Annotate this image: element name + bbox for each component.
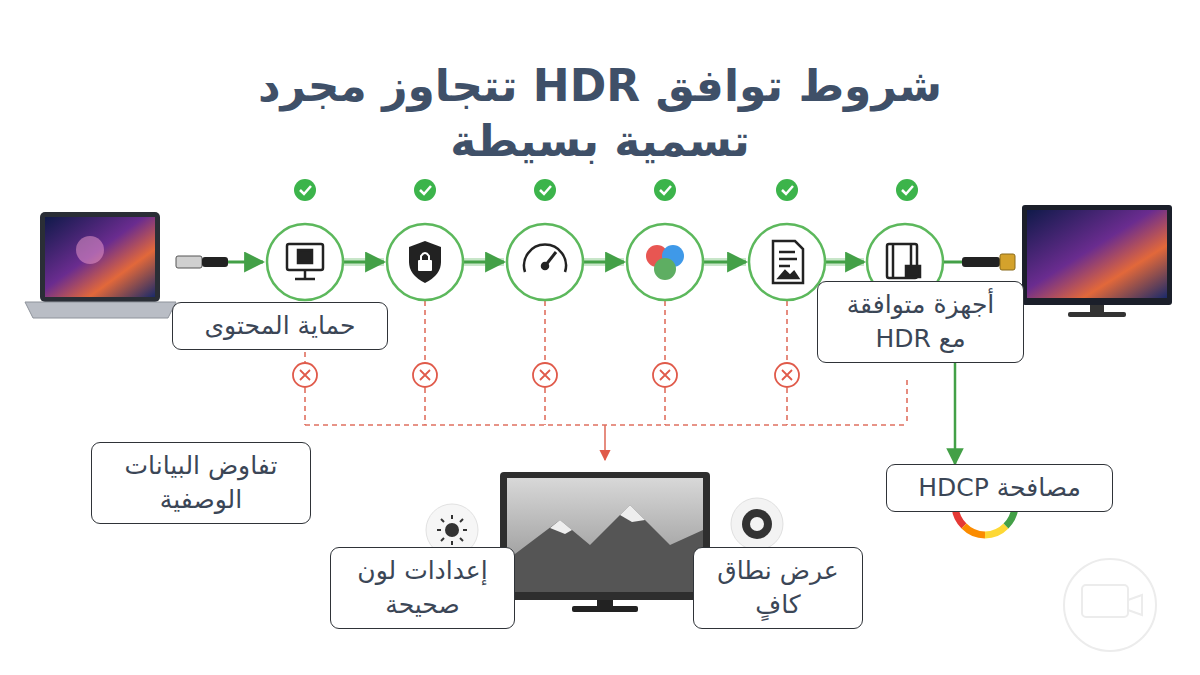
- document-icon: [773, 241, 803, 283]
- flow-connector: [954, 363, 957, 465]
- label-box: عرض نطاق كافٍ: [693, 547, 863, 629]
- label-box: مصافحة HDCP: [886, 464, 1113, 512]
- label-box: حماية المحتوى: [172, 302, 388, 350]
- label-box: إعدادات لون صحيحة: [330, 547, 515, 629]
- label-box: أجهزة متوافقة مع HDR: [817, 281, 1024, 363]
- hdr-monitor: [1022, 205, 1172, 317]
- box-label: حماية المحتوى: [204, 309, 355, 343]
- contrast-icon: [731, 498, 783, 550]
- film-lock-icon: [887, 244, 920, 278]
- fail-markers: [293, 363, 799, 387]
- sdr-monitor: [500, 472, 710, 612]
- check-marks: [294, 179, 918, 201]
- chip-monitor-icon: [287, 244, 323, 279]
- box-label: إعدادات لون صحيحة: [343, 554, 502, 622]
- box-label: تفاوض البيانات الوصفية: [104, 449, 298, 517]
- laptop: [25, 212, 176, 318]
- usb-cable: [176, 256, 263, 268]
- watermark-icon: [1064, 559, 1156, 651]
- box-label: أجهزة متوافقة مع HDR: [830, 288, 1011, 356]
- box-label: مصافحة HDCP: [918, 471, 1081, 505]
- shield-lock-icon: [409, 241, 441, 283]
- rgb-icon: [646, 245, 684, 280]
- diagram-title: شروط توافق HDR تتجاوز مجرد تسمية بسيطة: [230, 58, 970, 168]
- box-label: عرض نطاق كافٍ: [706, 554, 850, 622]
- label-box: تفاوض البيانات الوصفية: [91, 442, 311, 524]
- speedometer-icon: [524, 245, 566, 272]
- hdmi-cable: [944, 254, 1015, 270]
